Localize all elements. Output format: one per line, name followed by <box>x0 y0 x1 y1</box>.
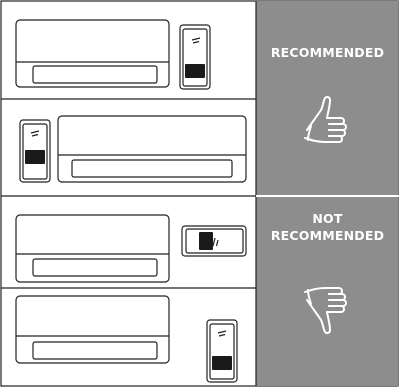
controller-holder <box>180 25 210 89</box>
ac-unit <box>58 116 246 182</box>
row-2-illustration <box>20 116 246 182</box>
ac-unit <box>16 215 169 282</box>
row-4-illustration <box>16 296 237 382</box>
not-recommended-label-line2: RECOMMENDED <box>256 227 399 244</box>
controller-holder <box>182 226 246 256</box>
row-3-illustration <box>16 215 246 282</box>
ac-unit <box>16 296 169 363</box>
recommended-label: RECOMMENDED <box>256 44 399 61</box>
controller-holder <box>207 320 237 382</box>
not-recommended-label-line1: NOT <box>256 210 399 227</box>
recommended-panel <box>256 1 398 196</box>
ac-unit <box>16 20 169 87</box>
controller-holder <box>20 120 50 182</box>
row-1-illustration <box>16 20 210 89</box>
